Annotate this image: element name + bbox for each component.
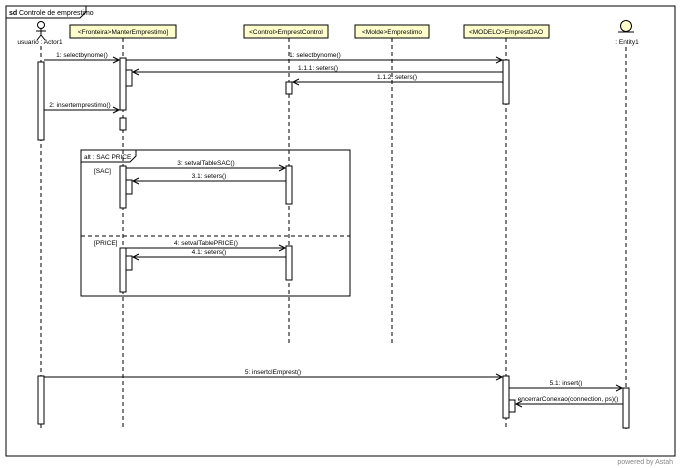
message-arrows (44, 56, 624, 408)
message-label-4: 1.1.2: seters() (377, 74, 417, 81)
message-label-5: 2: insertemprestimo() (49, 102, 110, 109)
lifeline-lines (40, 38, 627, 430)
guard-sac: [SAC] (94, 168, 111, 175)
frame-label: sd (9, 10, 17, 17)
actor-label: usuario : Actor1 (17, 39, 63, 46)
alt-fragment (80, 149, 351, 297)
lifeline-modelo-label: <MODELO>EmprestDAO (469, 29, 543, 36)
alt-fragment-tab (81, 150, 137, 163)
message-label-8: 4: setvalTablePRICE() (174, 240, 238, 247)
lifeline-control[interactable]: <Control>EmprestControl (243, 24, 329, 39)
message-label-7: 3.1: seters() (192, 173, 227, 180)
message-label-12: encerrarConexao(connection, ps)() (518, 396, 619, 403)
message-label-6: 3: setvalTableSAC() (177, 160, 234, 167)
message-label-9: 4.1: seters() (192, 249, 227, 256)
entity-icon (620, 20, 632, 32)
lifeline-entity-label: : Entity1 (615, 39, 639, 46)
lifeline-molde-label: <Molde>Emprestimo (362, 29, 422, 36)
message-label-11: 5.1: insert() (550, 380, 583, 387)
lifeline-entity[interactable]: : Entity1 (615, 20, 639, 47)
guard-price: [PRICE] (94, 240, 118, 247)
frame-tab (6, 6, 87, 19)
alt-fragment-label: alt : SAC PRICE (84, 154, 132, 161)
diagram-title: Controle de emprestimo (19, 10, 94, 17)
message-label-10: 5: insertclEmprest() (245, 369, 301, 376)
diagram-frame (5, 5, 676, 457)
activation-bars (37, 57, 630, 429)
lifeline-modelo[interactable]: <MODELO>EmprestDAO (463, 24, 550, 39)
message-label-1: 1: selectbynome() (56, 52, 108, 59)
lifeline-control-label: <Control>EmprestControl (249, 29, 323, 36)
message-label-3: 1.1.1: seters() (298, 65, 338, 72)
actor-icon (36, 21, 46, 41)
powered-by-footer: powered by Astah (617, 459, 673, 466)
message-label-2: 1: selectbynome() (289, 52, 341, 59)
lifeline-molde[interactable]: <Molde>Emprestimo (354, 24, 430, 39)
lifeline-fronteira[interactable]: <Fronteira>ManterEmprestimo] (69, 24, 177, 39)
lifeline-fronteira-label: <Fronteira>ManterEmprestimo] (78, 29, 169, 36)
